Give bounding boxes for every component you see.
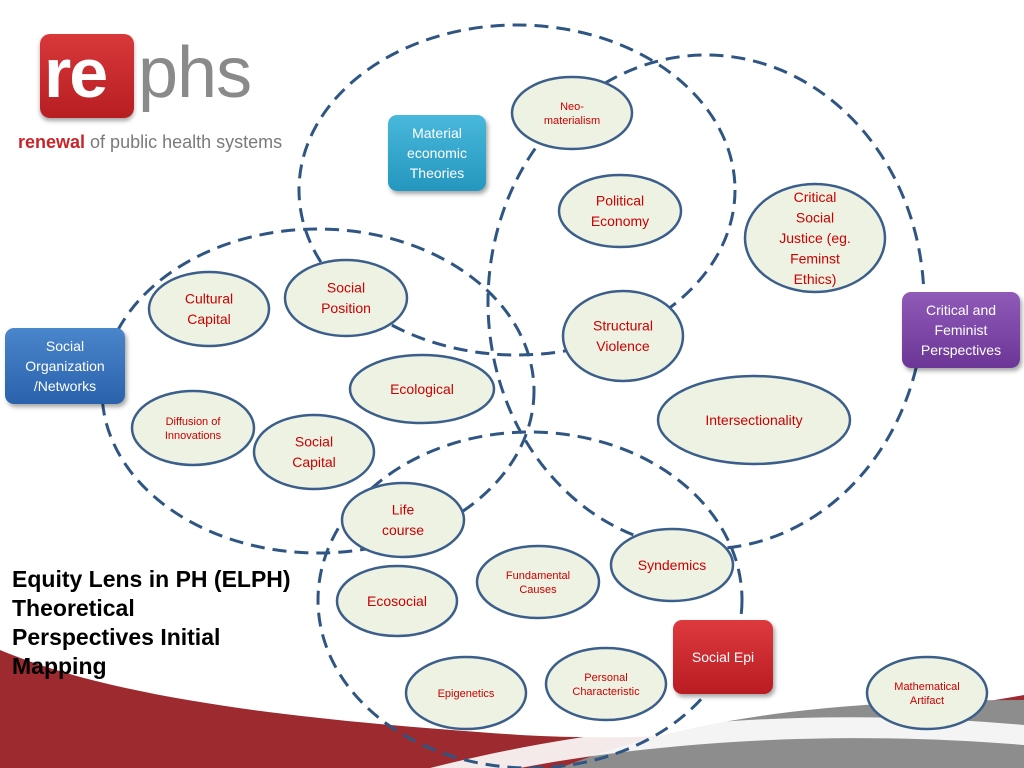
node-ellipse [404, 655, 528, 731]
node-ellipse [147, 270, 271, 348]
logo-red-box [40, 34, 134, 118]
circle-material-economic [297, 23, 737, 357]
node-ellipse [609, 527, 735, 603]
node-neo-materialism: Neo-materialism [510, 75, 634, 151]
node-label-line: Structural [593, 318, 653, 334]
node-label-line: Position [321, 300, 371, 316]
node-ecological: Ecological [348, 353, 496, 425]
reph-logo: re phs renewal of public health systems [18, 30, 308, 160]
node-ellipse [252, 413, 376, 491]
node-label-line: Justice (eg. [779, 230, 851, 246]
node-life-course: Life course [340, 481, 466, 559]
node-ecosocial: Ecosocial [335, 564, 459, 638]
node-ellipse [283, 258, 409, 338]
node-label-line: Feminst [790, 250, 840, 266]
node-label-line: Intersectionality [705, 412, 802, 428]
node-ellipse [130, 389, 256, 467]
node-ellipse [544, 646, 668, 722]
node-epigenetics: Epigenetics [404, 655, 528, 731]
tagline-strong: renewal [18, 132, 86, 152]
page-title: Equity Lens in PH (ELPH) Theoretical Per… [12, 566, 291, 679]
node-ellipse [656, 374, 852, 466]
node-ellipse [335, 564, 459, 638]
node-ellipse [475, 544, 601, 620]
node-label-line: Capital [292, 454, 336, 470]
node-label-line: Syndemics [638, 557, 706, 573]
node-label-line: Social [295, 434, 333, 450]
node-ellipse [743, 182, 887, 294]
node-label-line: Economy [591, 213, 649, 229]
node-ellipse [557, 173, 683, 249]
node-label-line: Life [392, 502, 415, 518]
node-ellipse [561, 289, 685, 383]
node-label-line: Fundamental [506, 570, 570, 582]
node-label-line: course [382, 522, 424, 538]
node-label-line: Ecosocial [367, 593, 427, 609]
box-material-economic-theories: Material economic Theories [388, 115, 486, 191]
node-label-line: Innovations [165, 430, 222, 442]
box-critical-feminist-perspectives: Critical and Feminist Perspectives [902, 292, 1020, 368]
node-syndemics: Syndemics [609, 527, 735, 603]
node-intersectionality: Intersectionality [656, 374, 852, 466]
node-label-line: Ecological [390, 381, 454, 397]
node-label-line: Social [327, 280, 365, 296]
logo-mark-re: re [44, 34, 108, 112]
node-label-line: Diffusion of [166, 416, 222, 428]
node-label-line: Epigenetics [438, 688, 495, 700]
node-diffusion-of-innovations: Diffusion of Innovations [130, 389, 256, 467]
node-label-line: Artifact [910, 695, 944, 707]
node-label-line: Characteristic [572, 686, 640, 698]
node-label-line: Mathematical [894, 681, 959, 693]
node-label-line: Critical [794, 189, 837, 205]
node-ellipse [348, 353, 496, 425]
logo-mark-phs: phs [138, 33, 252, 113]
logo-tagline: renewal of public health systems [18, 132, 282, 153]
node-label-line: Cultural [185, 291, 233, 307]
node-label-line: Neo- [560, 101, 584, 113]
node-label-line: Capital [187, 311, 231, 327]
tagline-rest: of public health systems [85, 132, 283, 152]
node-ellipse [510, 75, 634, 151]
node-label-line: Ethics) [794, 271, 837, 287]
node-label-line: Social [796, 209, 834, 225]
circle-social-epi [316, 430, 744, 768]
background-swoosh-white [430, 717, 1024, 768]
node-label-line: materialism [544, 115, 600, 127]
box-social-epi: Social Epi [673, 620, 773, 694]
node-label-line: Causes [519, 584, 557, 596]
node-ellipse [340, 481, 466, 559]
box-social-organization-networks: Social Organization /Networks [5, 328, 125, 404]
node-label-line: Political [596, 193, 644, 209]
node-ellipse [865, 655, 989, 731]
node-label-line: Personal [584, 672, 627, 684]
node-label-line: Violence [596, 338, 650, 354]
